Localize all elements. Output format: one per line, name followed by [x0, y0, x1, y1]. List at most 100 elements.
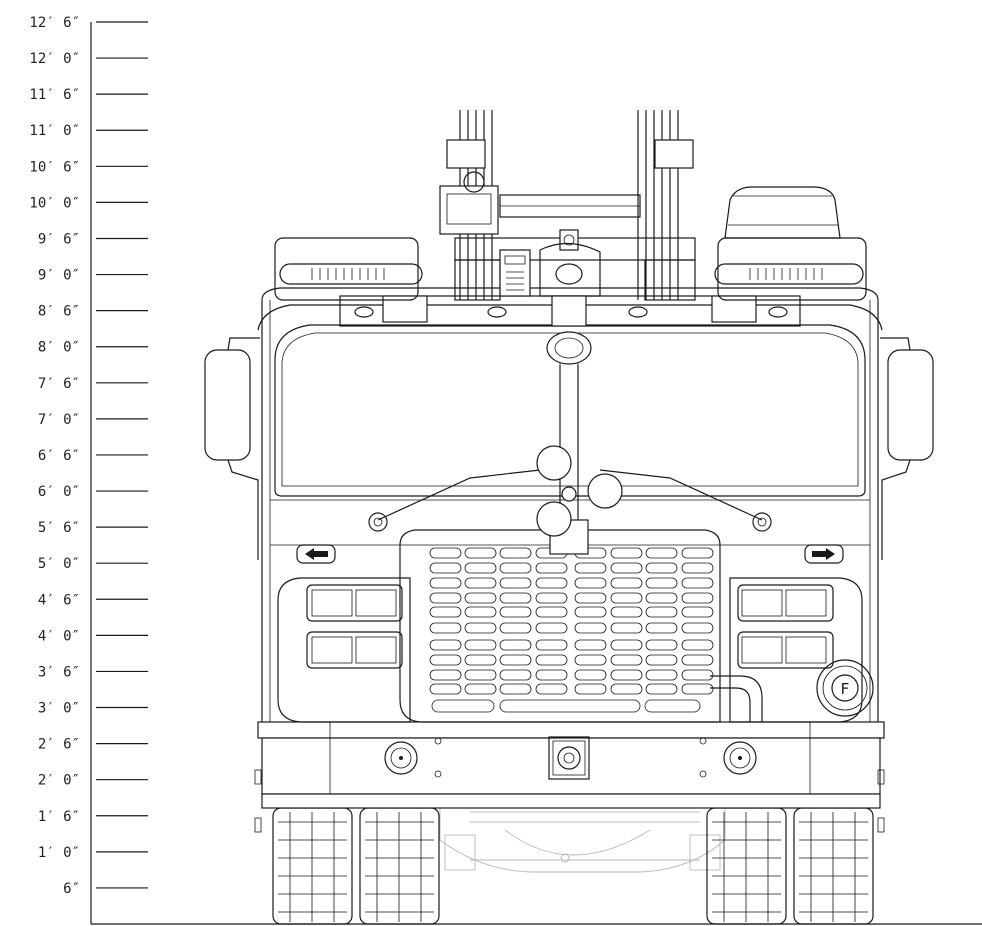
- tire-set: [272, 807, 874, 925]
- scale-tick-label: 3′ 6″: [38, 664, 80, 680]
- grille-slot: [681, 654, 714, 666]
- svg-text:F: F: [841, 680, 850, 698]
- grille-slot: [535, 683, 568, 695]
- scale-tick-label: 2′ 6″: [38, 737, 80, 753]
- grille-slot: [610, 577, 643, 589]
- grille-slot: [610, 592, 643, 604]
- grille-slot: [645, 639, 678, 651]
- tow-hook-right: [723, 741, 757, 775]
- grille-lower-slot: [644, 699, 701, 713]
- scale-tick-label: 9′ 0″: [38, 268, 80, 284]
- grille-slot: [429, 639, 462, 651]
- headlights-right: [729, 577, 863, 723]
- grille-slot: [429, 654, 462, 666]
- grille-slot: [610, 669, 643, 681]
- grille-slot: [535, 577, 568, 589]
- grille-slot: [535, 669, 568, 681]
- grille-slot: [499, 577, 532, 589]
- grille-slot: [499, 654, 532, 666]
- grille-slot: [535, 622, 568, 634]
- grille-slot: [610, 547, 643, 559]
- grille-slot: [681, 592, 714, 604]
- grille-slot: [645, 562, 678, 574]
- grille-slot: [645, 592, 678, 604]
- grille-slot: [610, 639, 643, 651]
- grille-slot: [429, 577, 462, 589]
- grille-slot: [645, 577, 678, 589]
- tire-right-inner: [706, 807, 787, 925]
- tire-right-outer: [793, 807, 874, 925]
- scale-tick-label: 8′ 0″: [38, 340, 80, 356]
- scale-tick-label: 5′ 6″: [38, 520, 80, 536]
- grille-slot: [499, 622, 532, 634]
- grille-slot: [645, 669, 678, 681]
- scale-tick-label: 12′ 6″: [29, 15, 80, 31]
- grille-slot: [499, 639, 532, 651]
- light-bar-left: [274, 237, 423, 301]
- scene-light: [439, 171, 499, 235]
- grille-slot: [499, 606, 532, 618]
- turn-signal-left: [296, 544, 336, 564]
- grille-slot: [574, 562, 607, 574]
- grille-slot: [429, 683, 462, 695]
- bumper-turret-nozzle: [548, 736, 590, 780]
- height-scale: 12′ 6″ 12′ 0″ 11′ 6″ 11′ 0″ 10′ 6″ 10′ 0″ 9′ 6…: [29, 15, 982, 925]
- roof-dome-unit: [724, 186, 841, 239]
- grille-slot: [429, 592, 462, 604]
- windshield-wipers: [368, 469, 772, 532]
- scale-tick-label: 9′ 6″: [38, 231, 80, 247]
- grille-slot: [681, 577, 714, 589]
- front-bumper: [254, 721, 885, 833]
- scale-tick-label: 8′ 6″: [38, 304, 80, 320]
- grille-slot: [464, 606, 497, 618]
- grille-slot: [610, 562, 643, 574]
- grille-slot: [429, 562, 462, 574]
- grille-slot: [610, 654, 643, 666]
- grille-slot: [645, 654, 678, 666]
- grille-slot: [535, 654, 568, 666]
- scale-tick-label: 6″: [63, 881, 80, 897]
- grille-slot: [535, 562, 568, 574]
- scale-tick-label: 5′ 0″: [38, 556, 80, 572]
- scale-tick-label: 4′ 6″: [38, 592, 80, 608]
- logo-badge: F: [816, 659, 874, 717]
- grille-slot: [429, 547, 462, 559]
- side-intake: [710, 675, 763, 722]
- grille-slot: [499, 669, 532, 681]
- grille-slot: [645, 622, 678, 634]
- grille-slot: [499, 562, 532, 574]
- grille-slot: [574, 622, 607, 634]
- grille-slot: [574, 606, 607, 618]
- scale-tick-label: 11′ 0″: [29, 123, 80, 139]
- tow-hook-left: [384, 741, 418, 775]
- turn-signal-right: [804, 544, 844, 564]
- scale-tick-label: 11′ 6″: [29, 87, 80, 103]
- grille-slot: [574, 592, 607, 604]
- scale-tick-label: 10′ 6″: [29, 159, 80, 175]
- grille-slot: [681, 683, 714, 695]
- grille-slot: [574, 654, 607, 666]
- grille-slot: [610, 622, 643, 634]
- fire-truck-front-view: F: [204, 110, 934, 925]
- scale-tick-label: 12′ 0″: [29, 51, 80, 67]
- grille-slot: [464, 622, 497, 634]
- scale-tick-label: 3′ 0″: [38, 701, 80, 717]
- scale-tick-label: 1′ 6″: [38, 809, 80, 825]
- grille-slot: [429, 606, 462, 618]
- grille-slot: [574, 669, 607, 681]
- light-bar-right: [714, 237, 867, 301]
- scale-tick-label: 10′ 0″: [29, 195, 80, 211]
- grille-lower-slot: [431, 699, 495, 713]
- grille-slot: [574, 577, 607, 589]
- scale-tick-label: 1′ 0″: [38, 845, 80, 861]
- grille-slot: [645, 606, 678, 618]
- grille-slot: [574, 683, 607, 695]
- grille-slot: [464, 654, 497, 666]
- grille-slot: [681, 639, 714, 651]
- centre-mast: [536, 365, 623, 555]
- tire-left-outer: [272, 807, 353, 925]
- grille-lower-slot: [499, 699, 641, 713]
- grille-slot: [464, 577, 497, 589]
- grille-slot: [429, 669, 462, 681]
